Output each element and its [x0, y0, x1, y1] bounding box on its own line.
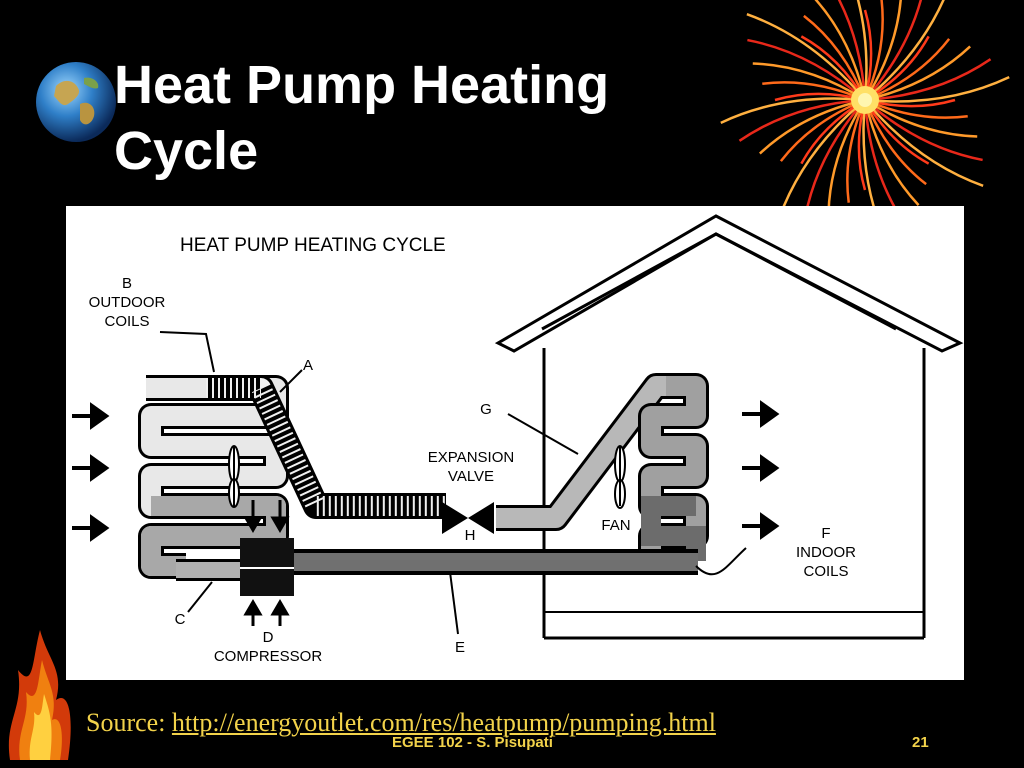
pipe-a [206, 375, 446, 519]
flames-icon [8, 630, 71, 760]
house-outline [494, 214, 964, 640]
indoor-coil [638, 373, 709, 574]
firework-ray [720, 97, 866, 124]
fireworks-burst [720, 0, 1010, 230]
diagram-title: HEAT PUMP HEATING CYCLE [180, 235, 446, 256]
source-line: Source: http://energyoutlet.com/res/heat… [86, 708, 716, 738]
leader-lines [159, 331, 747, 635]
firework-ray [803, 99, 866, 218]
firework-ray [864, 99, 984, 187]
firework-ray [746, 13, 866, 101]
label-indoor-coils: F INDOOR COILS [796, 525, 856, 580]
label-compressor: D COMPRESSOR [213, 629, 323, 665]
label-fan: FAN [601, 517, 631, 534]
indoor-fan-icon [614, 445, 626, 509]
label-g: G [480, 401, 492, 418]
outdoor-fan-icon [228, 445, 240, 508]
source-link[interactable]: http://energyoutlet.com/res/heatpump/pum… [171, 708, 716, 737]
label-expansion-valve: EXPANSION VALVE [427, 449, 515, 485]
source-label: Source: [86, 708, 172, 737]
page-number: 21 [912, 734, 929, 751]
firework-ray [778, 99, 866, 219]
firework-ray [738, 98, 866, 142]
firework-ray [864, 58, 992, 102]
firework-ray [864, 76, 1010, 103]
indoor-air-arrows [742, 400, 780, 540]
firework-ray [747, 38, 866, 101]
slide-title: Heat Pump Heating Cycle [114, 55, 610, 181]
label-a: A [302, 357, 313, 374]
footer-text: EGEE 102 - S. Pisupati [392, 734, 553, 751]
outdoor-coil [138, 375, 289, 579]
expansion-valve [442, 502, 468, 534]
compressor-arrows [243, 500, 290, 626]
globe-icon [36, 62, 116, 142]
label-outdoor-coils: B OUTDOOR COILS [88, 275, 166, 330]
firework-ray [856, 0, 868, 101]
label-c: C [174, 611, 186, 628]
firework-ray [837, 0, 867, 101]
label-h: H [464, 527, 476, 544]
label-e: E [454, 639, 465, 656]
firework-ray [864, 0, 945, 101]
heat-pump-diagram: HEAT PUMP HEATING CYCLE B OUTDOOR COILS … [66, 206, 964, 680]
firework-ray [864, 0, 923, 101]
firework-ray [864, 99, 983, 162]
outside-air-arrows [72, 402, 110, 542]
